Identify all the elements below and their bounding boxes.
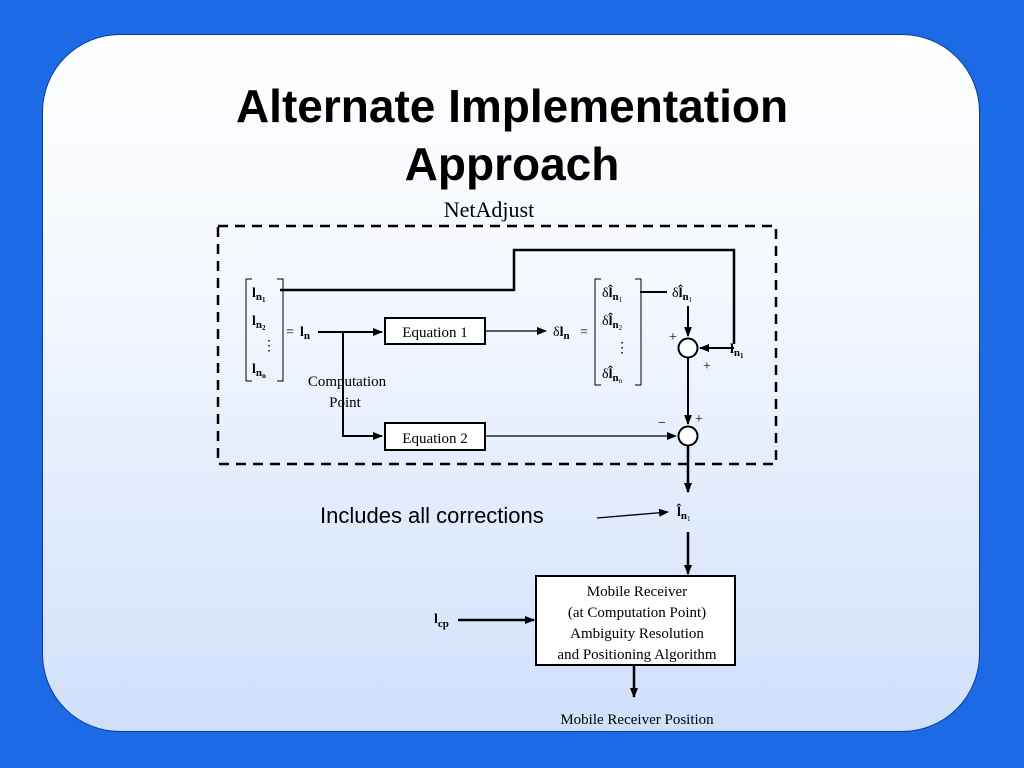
- l-n-label: ln: [300, 325, 310, 342]
- svg-text:ln2: ln2: [252, 314, 266, 332]
- delta-l-n-label: δln: [553, 325, 570, 342]
- svg-text:Equation 1: Equation 1: [402, 325, 467, 341]
- includes-corrections-label: Includes all corrections: [320, 503, 544, 528]
- mobile-receiver-position-label: Mobile Receiver Position: [560, 712, 714, 728]
- correction-vector: δl̂n1 δl̂n2 ⋮ δl̂nn: [594, 278, 642, 386]
- minus-sign-junction-2: −: [658, 416, 666, 431]
- svg-text:(at Computation Point): (at Computation Point): [568, 605, 706, 621]
- svg-text:⋮: ⋮: [615, 341, 629, 356]
- plus-sign-junction-2: +: [695, 412, 703, 427]
- svg-text:⋮: ⋮: [262, 339, 276, 354]
- svg-text:Mobile Receiver: Mobile Receiver: [587, 584, 687, 600]
- svg-text:δl̂nn: δl̂nn: [602, 364, 623, 385]
- l-cp-label: lcp: [434, 612, 449, 630]
- svg-text:Ambiguity Resolution: Ambiguity Resolution: [570, 626, 704, 642]
- measurement-vector: ln1 ln2 ⋮ lnn: [245, 278, 284, 382]
- svg-text:lnn: lnn: [252, 362, 266, 380]
- l-hat-n1-output-label: l̂n1: [676, 502, 691, 523]
- mobile-receiver-block: Mobile Receiver (at Computation Point) A…: [535, 575, 736, 666]
- plus-sign-junction-1-right: +: [703, 359, 711, 374]
- equals-sign-right: =: [580, 325, 588, 340]
- svg-text:ln1: ln1: [252, 286, 266, 304]
- svg-text:δl̂n1: δl̂n1: [602, 283, 623, 304]
- netadjust-label: NetAdjust: [444, 197, 534, 222]
- slide-background: [42, 34, 980, 732]
- equation-2-block: Equation 2: [384, 422, 486, 451]
- delta-l-hat-n1-label: δl̂n1: [672, 283, 693, 304]
- arrow-to-equation-2: [342, 332, 383, 440]
- summing-junction-1: [677, 337, 699, 359]
- computation-point-label-2: Point: [329, 395, 362, 411]
- l-n1-label-right: ln1: [730, 342, 744, 360]
- netadjust-boundary: [216, 224, 778, 466]
- equation-1-block: Equation 1: [384, 317, 486, 345]
- svg-text:and Positioning Algorithm: and Positioning Algorithm: [557, 647, 717, 663]
- plus-sign-junction-1-top: +: [669, 330, 677, 345]
- slide-title-line-1: Alternate Implementation: [235, 80, 789, 132]
- svg-text:Equation 2: Equation 2: [402, 431, 467, 447]
- includes-corrections-arrow: [596, 508, 669, 519]
- feedthrough-line: [280, 248, 736, 344]
- summing-junction-2: [677, 425, 699, 447]
- computation-point-label-1: Computation: [308, 374, 387, 390]
- equals-sign-left: =: [286, 325, 294, 340]
- svg-text:δl̂n2: δl̂n2: [602, 311, 623, 332]
- slide-title-line-2: Approach: [404, 138, 620, 190]
